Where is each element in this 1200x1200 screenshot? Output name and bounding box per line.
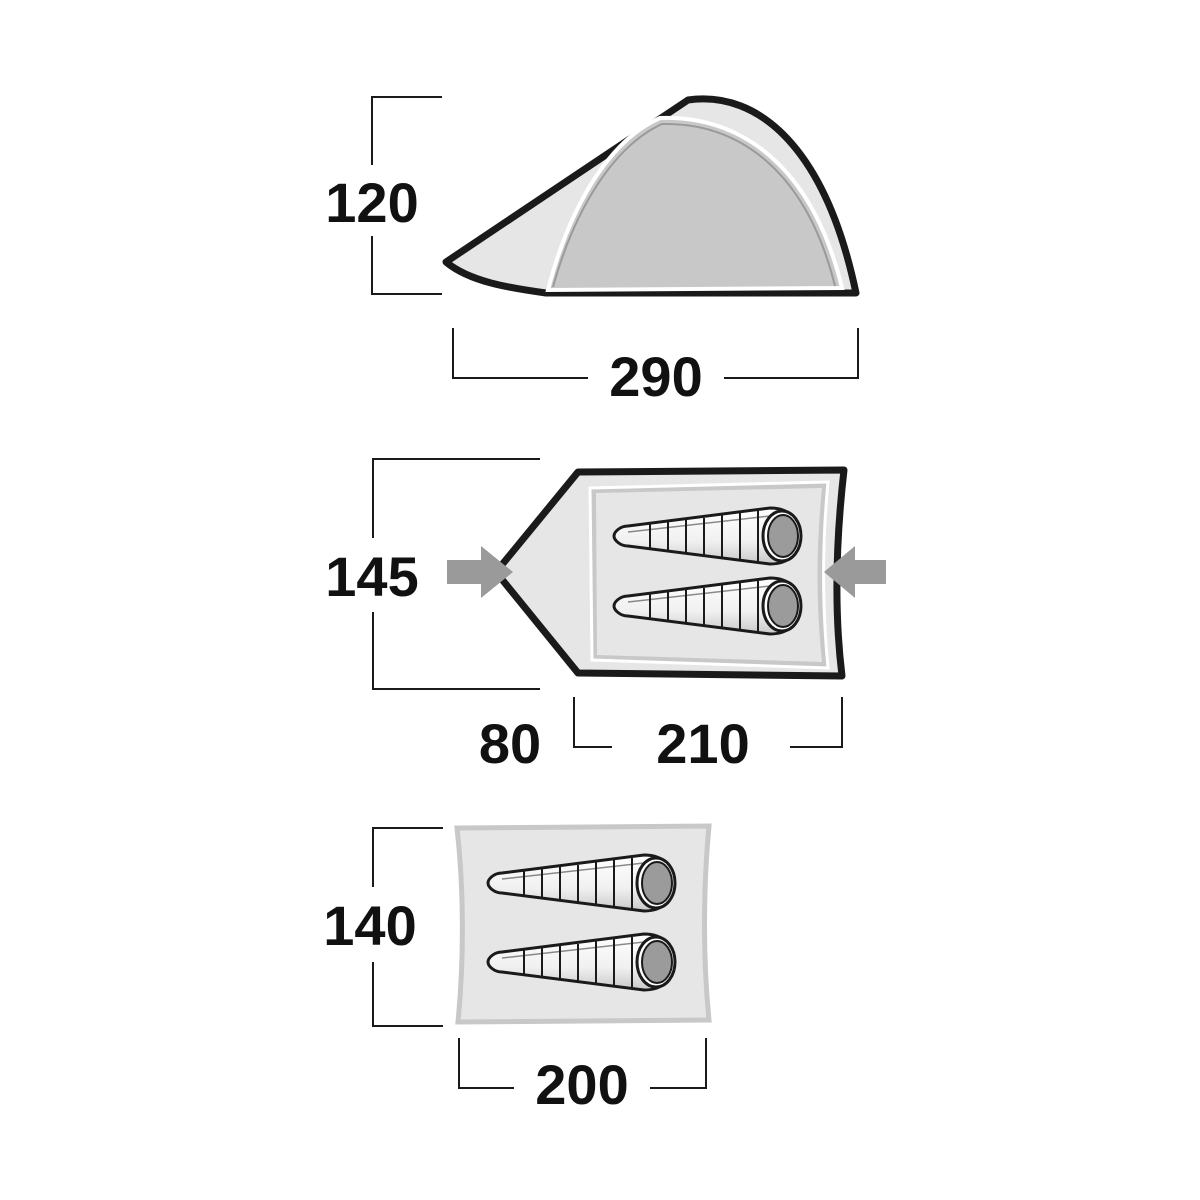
floor-width-label: 140: [323, 894, 416, 957]
length-dimension-bracket: [452, 328, 859, 379]
inner-tent-floor: [454, 823, 712, 1025]
floor-length-dimension-bracket: [458, 1038, 707, 1089]
side-entrance-arrow-icon: [447, 546, 513, 598]
floor-width-dimension-bracket: [372, 827, 443, 1027]
floor-length-label: 200: [535, 1053, 628, 1116]
side-height-label: 120: [325, 171, 418, 234]
side-entrance-arrow-icon: [824, 546, 886, 598]
floor-view: 140 200: [323, 823, 712, 1116]
top-view: 145 80 210: [325, 458, 886, 775]
side-length-label: 290: [609, 345, 702, 408]
side-tent-shape: [442, 95, 860, 297]
vestibule-length-label: 80: [479, 712, 541, 775]
inner-length-dimension-bracket: [573, 697, 843, 748]
top-width-label: 145: [325, 545, 418, 608]
height-dimension-bracket: [371, 96, 442, 295]
width-dimension-bracket: [372, 458, 540, 690]
top-tent-shape: [492, 466, 848, 680]
top-inner-length-label: 210: [656, 712, 749, 775]
side-view: 120 290: [325, 95, 860, 408]
